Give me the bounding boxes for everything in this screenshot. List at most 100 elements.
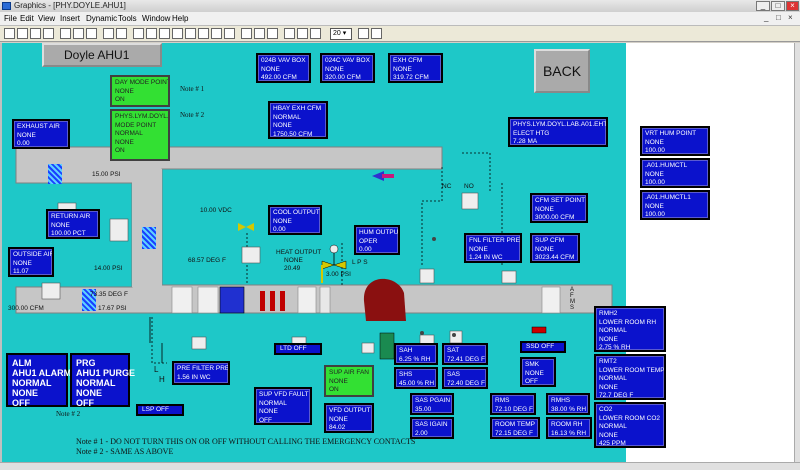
paste-icon[interactable] — [86, 28, 97, 39]
point-value: 1.24 IN WC — [469, 254, 503, 261]
room-temp-point[interactable]: ROOM TEMP 72.15 DEG F — [490, 417, 540, 439]
zoom-select[interactable]: 20 ▾ — [330, 28, 352, 40]
smk-point[interactable]: SMK NONE OFF — [520, 357, 556, 387]
alm-point[interactable]: ALM AHU1 ALARM NORMAL NONE OFF — [6, 353, 71, 408]
point-alarm: NONE — [273, 122, 292, 129]
pointer-icon[interactable] — [133, 28, 144, 39]
save-icon[interactable] — [30, 28, 41, 39]
horizontal-scrollbar[interactable] — [0, 462, 800, 470]
menu-insert[interactable]: Insert — [60, 14, 81, 23]
sat-point[interactable]: SAT 72.41 DEG F — [442, 343, 488, 365]
prg-point[interactable]: PRG AHU1 PURGE NORMAL NONE OFF — [70, 353, 135, 408]
undo-icon[interactable] — [103, 28, 114, 39]
day-mode-point[interactable]: DAY MODE POINT NONE ON — [110, 75, 170, 107]
graphics-canvas: Doyle AHU1 BACK DAY MODE POINT NONE ON P… — [2, 43, 626, 462]
cool-output-point[interactable]: COOL OUTPUT NONE 0.00 — [268, 205, 322, 235]
exhaust-air-point[interactable]: EXHAUST AIR NONE 0.00 — [12, 119, 70, 149]
point-name: SAS — [447, 371, 461, 378]
sas-igain-point[interactable]: SAS IGAIN 2.00 — [410, 417, 454, 439]
vrt-hum-point[interactable]: VRT HUM POINT NONE 100.00 — [640, 126, 710, 156]
point-value: 1750.50 CFM — [273, 130, 313, 138]
vav-024b-point[interactable]: 024B VAV BOX NONE 492.00 CFM — [256, 53, 311, 83]
rmt2-point[interactable]: RMT2 LOWER ROOM TEMP NORMAL NONE 72.7 DE… — [594, 354, 666, 400]
return-air-point[interactable]: RETURN AIR NONE 100.00 PCT — [46, 209, 100, 239]
sah-point[interactable]: SAH 6.25 % RH — [394, 343, 438, 365]
print-icon[interactable] — [43, 28, 54, 39]
sas-point[interactable]: SAS 72.40 DEG F — [442, 367, 488, 389]
point-alarm: NONE — [535, 205, 554, 213]
point-name: HBAY EXH CFM — [273, 105, 322, 112]
point-alarm: NONE — [325, 65, 344, 73]
cut-icon[interactable] — [60, 28, 71, 39]
menu-file[interactable]: File — [4, 14, 17, 23]
co2-point[interactable]: CO2 LOWER ROOM CO2 NORMAL NONE 425 PPM — [594, 402, 666, 448]
tool-icon[interactable] — [159, 28, 170, 39]
zoom-value: 20 — [333, 30, 341, 37]
tool-icon[interactable] — [358, 28, 369, 39]
fnl-filter-pres-point[interactable]: FNL FILTER PRES NONE 1.24 IN WC — [464, 233, 522, 263]
close-button[interactable]: × — [786, 1, 799, 11]
room-rh-point[interactable]: ROOM RH 16.13 % RH — [546, 417, 592, 439]
menu-view[interactable]: View — [38, 14, 56, 23]
minimize-button[interactable]: _ — [756, 1, 770, 11]
copy-icon[interactable] — [73, 28, 84, 39]
back-button[interactable]: BACK — [534, 49, 590, 93]
sup-air-fan-point[interactable]: SUP AIR FAN NONE ON — [324, 365, 374, 397]
new-icon[interactable] — [4, 28, 15, 39]
heat-output-name: HEAT OUTPUT — [276, 249, 322, 256]
tool-icon[interactable] — [371, 28, 382, 39]
rmh2-point[interactable]: RMH2 LOWER ROOM RH NORMAL NONE 2.75 % RH — [594, 306, 666, 352]
rmhs-point[interactable]: RMHS 38.00 % RH — [546, 393, 590, 415]
menu-help[interactable]: Help — [172, 14, 189, 23]
menu-edit[interactable]: Edit — [20, 14, 34, 23]
vav-024c-point[interactable]: 024C VAV BOX NONE 320.00 CFM — [320, 53, 375, 83]
tool-icon[interactable] — [310, 28, 321, 39]
ltd-status[interactable]: LTD OFF — [274, 343, 322, 355]
hum-output-point[interactable]: HUM OUTPUT OPER 0.00 — [354, 225, 400, 255]
lsp-status[interactable]: LSP OFF — [136, 404, 184, 416]
point-value: 425 PPM — [599, 440, 626, 447]
menu-dynamic[interactable]: Dynamic — [86, 14, 118, 23]
a01-humctl-point[interactable]: .A01.HUMCTL NONE 100.00 — [640, 158, 710, 188]
sas-pgain-point[interactable]: SAS PGAIN 35.00 — [410, 393, 454, 415]
cfm-setpoint-point[interactable]: CFM SET POINT NONE 3000.00 CFM — [530, 193, 588, 223]
lab-eht-point[interactable]: PHYS.LYM.DOYL.LAB.A01.EHT ELECT HTG 7.28… — [508, 117, 608, 147]
tool-icon[interactable] — [172, 28, 183, 39]
tool-icon[interactable] — [254, 28, 265, 39]
tool-icon[interactable] — [146, 28, 157, 39]
mdi-restore-icon[interactable]: □ — [776, 13, 781, 22]
menu-window[interactable]: Window — [142, 14, 171, 23]
pre-filter-pres-point[interactable]: PRE FILTER PRES 1.56 IN WC — [172, 361, 230, 385]
tool-icon[interactable] — [241, 28, 252, 39]
mdi-minimize-icon[interactable]: _ — [764, 13, 769, 22]
vertical-scrollbar[interactable] — [794, 43, 800, 462]
menu-tools[interactable]: Tools — [118, 14, 137, 23]
redo-icon[interactable] — [116, 28, 127, 39]
mode-point[interactable]: PHYS.LYM.DOYL. MODE POINT NORMAL NONE ON — [110, 109, 170, 161]
vfd-output-point[interactable]: VFD OUTPUT NONE 84.02 — [324, 403, 374, 433]
mdi-close-icon[interactable]: × — [788, 13, 793, 22]
point-name: SAH — [399, 347, 413, 354]
tool-icon[interactable] — [198, 28, 209, 39]
shs-point[interactable]: SHS 45.00 % RH — [394, 367, 438, 389]
tool-icon[interactable] — [224, 28, 235, 39]
point-value: 72.41 DEG F — [447, 355, 485, 363]
note-label: Note # 2 — [56, 410, 81, 418]
outside-air-point[interactable]: OUTSIDE AIR NONE 11.07 — [8, 247, 54, 277]
maximize-button[interactable]: □ — [771, 1, 785, 11]
tool-icon[interactable] — [185, 28, 196, 39]
sup-vfd-fault-point[interactable]: SUP VFD FAULT NORMAL NONE OFF — [254, 387, 312, 425]
tool-icon[interactable] — [297, 28, 308, 39]
point-name: RMHS — [551, 397, 571, 404]
open-icon[interactable] — [17, 28, 28, 39]
a01-humctl1-point[interactable]: .A01.HUMCTL1 NONE 100.00 — [640, 190, 710, 220]
tool-icon[interactable] — [284, 28, 295, 39]
exh-cfm-point[interactable]: EXH CFM NONE 319.72 CFM — [388, 53, 443, 83]
hbay-exh-cfm-point[interactable]: HBAY EXH CFM NORMAL NONE 1750.50 CFM — [268, 101, 328, 139]
tool-icon[interactable] — [267, 28, 278, 39]
rms-point[interactable]: RMS 72.10 DEG F — [490, 393, 536, 415]
tool-icon[interactable] — [211, 28, 222, 39]
point-name: SAS PGAIN — [415, 397, 451, 404]
ssd-status[interactable]: SSD OFF — [520, 341, 566, 353]
sup-cfm-point[interactable]: SUP CFM NONE 3023.44 CFM — [530, 233, 580, 263]
